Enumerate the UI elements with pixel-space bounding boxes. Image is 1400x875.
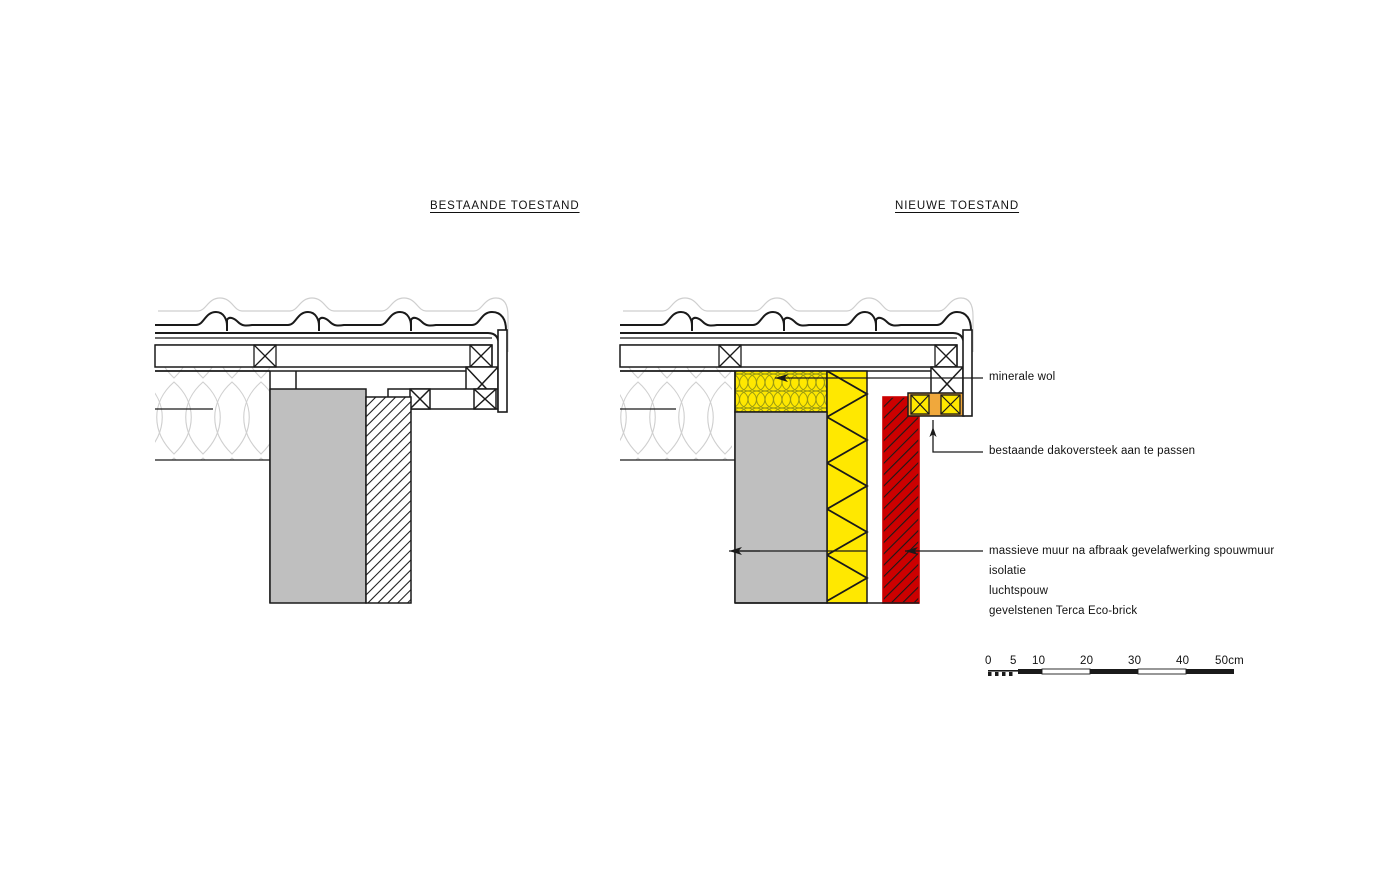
existing-outer-brick-leaf xyxy=(365,396,412,604)
fascia-board-existing xyxy=(497,329,508,413)
scale-tick-40: 40 xyxy=(1176,655,1190,667)
roof-tiles-existing xyxy=(155,310,507,386)
new-solid-masonry-wall xyxy=(734,411,828,604)
scale-tick-30: 30 xyxy=(1128,655,1142,667)
scale-bar xyxy=(988,668,1234,676)
fascia-board-new xyxy=(962,329,973,417)
roof-structure-band-existing xyxy=(154,344,493,372)
new-condition-detail xyxy=(619,297,974,604)
new-facing-brick-leaf xyxy=(882,396,920,604)
title-new: NIEUWE TOESTAND xyxy=(895,200,1020,212)
roof-tile-ghost-outline-new xyxy=(623,297,974,352)
interior-ceiling-pattern-existing xyxy=(155,363,270,461)
scale-tick-20: 20 xyxy=(1080,655,1094,667)
roof-tile-ghost-outline-existing xyxy=(158,297,509,352)
leader-lines xyxy=(729,373,983,556)
existing-inner-masonry-leaf xyxy=(269,388,367,604)
scale-tick-50: 50cm xyxy=(1215,655,1244,667)
label-mineral-wool: minerale wol xyxy=(989,371,1056,383)
title-existing: BESTAANDE TOESTAND xyxy=(430,200,580,212)
leader-eaves xyxy=(932,420,983,453)
adapted-eave-timber xyxy=(907,392,965,417)
roof-tiles-new xyxy=(620,310,972,386)
label-wall-stack-line2: isolatie xyxy=(989,565,1026,577)
label-wall-stack-line3: luchtspouw xyxy=(989,585,1049,597)
exterior-insulation-layer xyxy=(825,370,869,604)
eave-soffit-beam-existing xyxy=(387,388,499,410)
mineral-wool-infill xyxy=(734,370,828,413)
roof-structure-band-new xyxy=(619,344,958,372)
label-wall-stack-line1: massieve muur na afbraak gevelafwerking … xyxy=(989,545,1275,557)
scale-tick-10: 10 xyxy=(1032,655,1046,667)
interior-ceiling-pattern-new xyxy=(620,363,735,461)
existing-condition-detail xyxy=(154,297,509,604)
label-wall-stack-line4: gevelstenen Terca Eco-brick xyxy=(989,605,1138,617)
roof-battens-existing xyxy=(155,337,492,346)
roof-battens-new xyxy=(620,337,957,346)
scale-tick-5: 5 xyxy=(1010,655,1017,667)
scale-tick-0: 0 xyxy=(985,655,992,667)
label-eaves: bestaande dakoversteek aan te passen xyxy=(989,445,1196,457)
